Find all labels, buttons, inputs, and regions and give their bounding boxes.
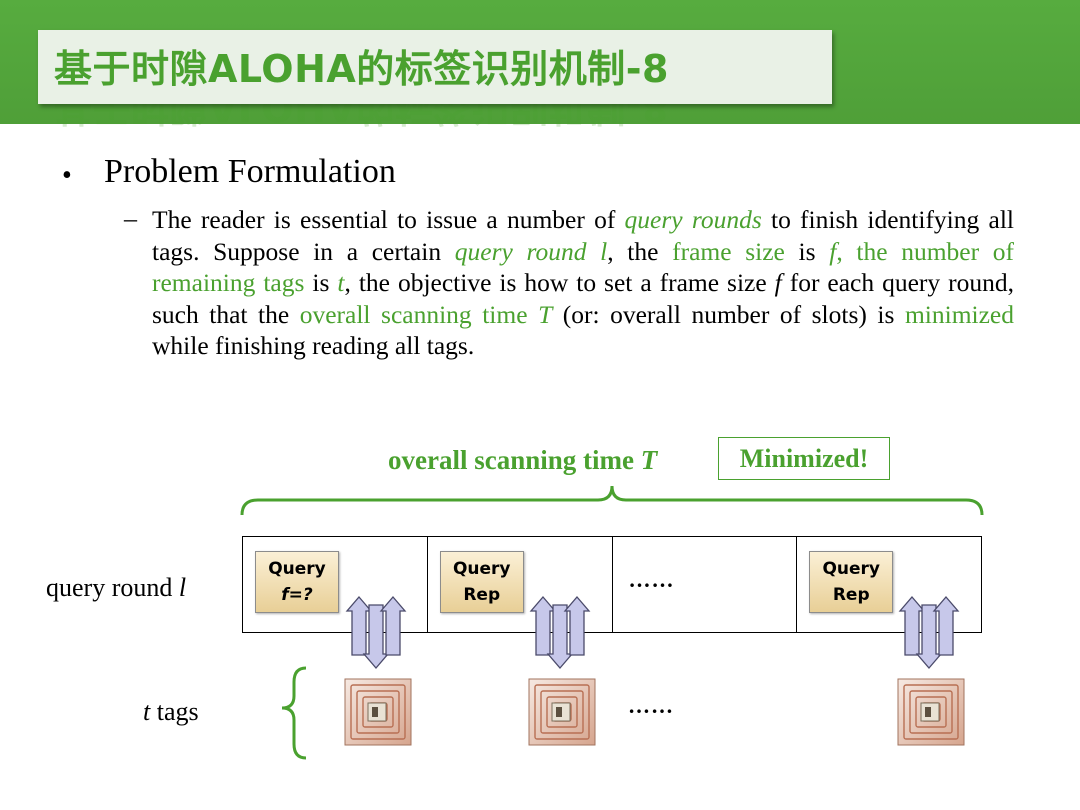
paragraph-run: for each query round, such that the (152, 268, 1014, 329)
tag-reply-arrow (379, 596, 407, 656)
paragraph-run: to finish identifying all tags. Suppose … (152, 205, 1014, 266)
tag-coil (909, 690, 953, 734)
bullet-dot: • (62, 160, 72, 191)
tags-ellipsis: …… (628, 693, 674, 718)
tag-coil (534, 684, 590, 740)
tags-label: t tags (143, 697, 199, 726)
slot-ellipsis: …… (628, 567, 675, 592)
paragraph-run: query round l (454, 236, 608, 266)
tag-coil (546, 696, 578, 728)
paragraph-run: T (538, 299, 553, 329)
rfid-tag-icon (528, 678, 596, 746)
reader-query-arrow (362, 604, 390, 669)
paragraph-run: minimized (904, 299, 1014, 329)
reader-query-arrow (915, 604, 943, 669)
tag-reply-arrow (345, 596, 373, 656)
paragraph-run: , the number of remaining tags (152, 236, 1015, 298)
tag-chip-core (372, 707, 378, 717)
frame-slot: …… (613, 537, 798, 632)
tag-reply-arrow (529, 596, 557, 656)
top-brace (240, 485, 984, 516)
bullet-heading: Problem Formulation (104, 153, 396, 190)
paragraph-run: is (784, 236, 830, 266)
paragraph-run: f (774, 268, 782, 297)
slide-title: 基于时隙ALOHA的标签识别机制-8 (54, 47, 669, 91)
reader-query-arrow (546, 604, 574, 669)
paragraph-run: query rounds (624, 205, 762, 234)
query-line1: Query (822, 559, 881, 579)
paragraph-run: (or: overall number of slots) is (552, 299, 905, 329)
sub-bullet-dash: – (124, 204, 137, 233)
paragraph-run: t (337, 268, 345, 297)
query-command-box: Query f=? (255, 551, 339, 613)
tag-chip-core (556, 707, 562, 717)
tag-reply-arrow (932, 596, 960, 656)
tag-reply-arrow (563, 596, 591, 656)
tag-coil (362, 696, 394, 728)
query-line2: f=? (281, 585, 313, 605)
paragraph-run: overall scanning time (299, 299, 539, 329)
paragraph-run: , the objective is how to set a frame si… (344, 268, 775, 297)
paragraph-run: , the (607, 236, 673, 266)
scanning-time-label: overall scanning time T (388, 445, 658, 475)
paragraph-run: is (304, 268, 338, 297)
query-round-label: query round l (46, 573, 187, 602)
query-line1: Query (452, 559, 511, 579)
query-line2: Rep (463, 585, 501, 605)
tag-coil (903, 684, 959, 740)
paragraph-run: The reader is essential to issue a numbe… (152, 205, 625, 234)
paragraph-run: frame size (672, 236, 785, 266)
tag-coil (915, 696, 947, 728)
tag-coil (356, 690, 400, 734)
left-brace (281, 666, 307, 760)
rfid-tag-icon (344, 678, 412, 746)
tag-reply-arrow (898, 596, 926, 656)
minimized-box: Minimized! (718, 437, 890, 480)
title-box: 基于时隙ALOHA的标签识别机制-8 (38, 30, 832, 104)
paragraph-run: while finishing reading all tags. (152, 331, 475, 360)
tag-chip-core (925, 707, 931, 717)
paragraph-run: f (829, 236, 837, 266)
problem-paragraph: The reader is essential to issue a numbe… (152, 204, 1014, 362)
query-line1: Query (268, 559, 326, 579)
rfid-tag-icon (897, 678, 965, 746)
query-line2: Rep (832, 585, 870, 605)
tag-coil (350, 684, 406, 740)
frame-slot: Query f=? (243, 537, 428, 632)
tag-coil (540, 690, 584, 734)
